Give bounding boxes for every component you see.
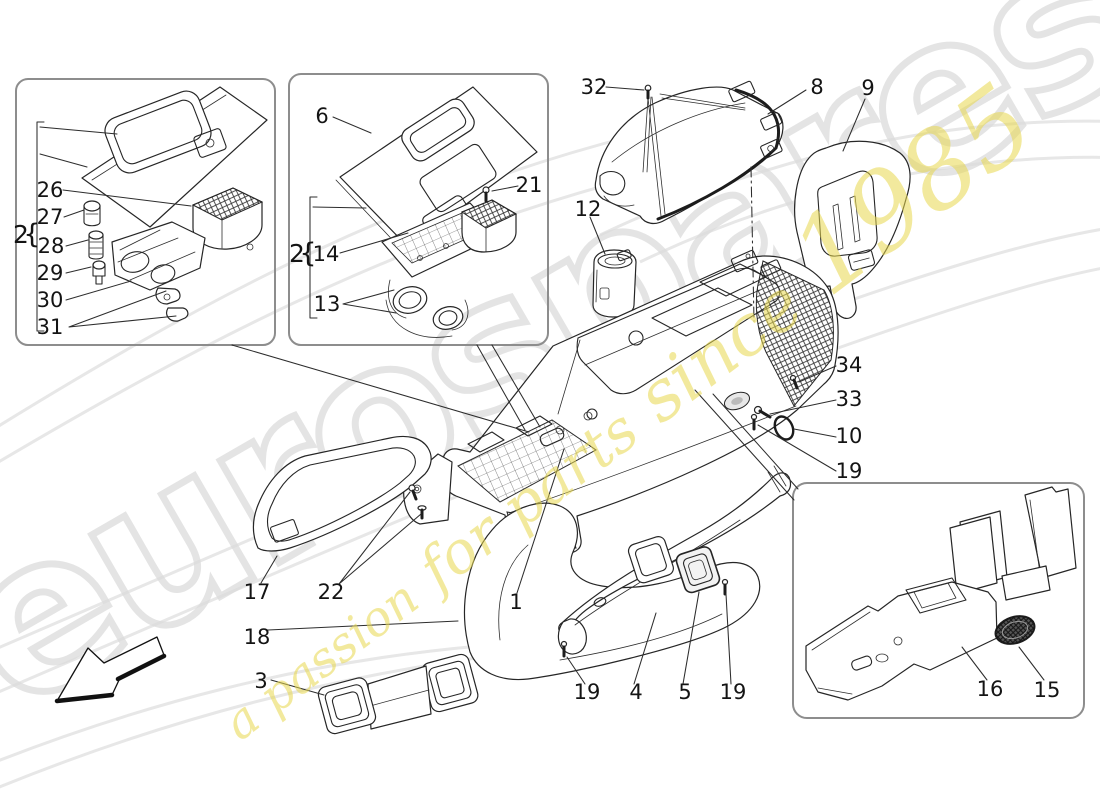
callout-28: 28	[38, 234, 65, 258]
insulation-panels-drawing	[805, 486, 1077, 701]
callout-9: 9	[861, 76, 874, 100]
cup-holder-drawing	[592, 249, 637, 318]
lower-duct-arm-drawing	[557, 465, 792, 658]
callout-31: 31	[37, 315, 64, 339]
inset-box-b	[288, 73, 549, 346]
brace-a: {	[23, 219, 40, 250]
callout-21: 21	[516, 173, 543, 197]
callout-18: 18	[244, 625, 271, 649]
leader-lines	[36, 86, 1045, 696]
inset-a-lid-assembly-drawing	[81, 86, 268, 322]
gasket-drawing	[675, 546, 721, 594]
callout-2-b: 2	[289, 239, 305, 268]
callout-34: 34	[836, 353, 863, 377]
callout-14: 14	[313, 242, 340, 266]
callout-3: 3	[254, 669, 267, 693]
callout-10: 10	[836, 424, 863, 448]
callout-27: 27	[37, 205, 64, 229]
inset-box-a	[15, 78, 276, 346]
callout-13: 13	[314, 292, 341, 316]
callout-1: 1	[509, 590, 522, 614]
callout-15: 15	[1034, 678, 1061, 702]
callout-30: 30	[37, 288, 64, 312]
callout-29: 29	[37, 261, 64, 285]
callout-12: 12	[575, 197, 602, 221]
callout-19-b: 19	[574, 680, 601, 704]
callout-32: 32	[581, 75, 608, 99]
callout-16: 16	[977, 677, 1004, 701]
callout-labels: 2 { 26 27 28 29 30 31 6 21 2 { 14 13 32 …	[13, 75, 1060, 704]
bellows-duct-drawing	[317, 665, 432, 735]
console-body-drawing	[403, 249, 839, 555]
side-panel-drawing	[794, 140, 911, 319]
callout-22: 22	[318, 580, 345, 604]
fastener-drawings	[750, 374, 799, 441]
callout-6: 6	[315, 104, 328, 128]
armrest-lid-drawing	[594, 80, 784, 225]
inset-box-c	[792, 482, 1085, 719]
callout-5: 5	[678, 680, 691, 704]
callout-26: 26	[37, 178, 64, 202]
brace-b: {	[299, 238, 316, 269]
oval-pad-drawing	[994, 615, 1036, 645]
inset-boxes	[15, 73, 1085, 719]
side-trim-bezel-drawing	[252, 435, 432, 552]
callout-19-a: 19	[836, 459, 863, 483]
callout-2-a: 2	[13, 220, 29, 249]
inset-b-trim-plate-drawing	[335, 86, 538, 338]
callout-19-c: 19	[720, 680, 747, 704]
callout-33: 33	[836, 387, 863, 411]
parts-artwork	[54, 80, 1077, 735]
callout-8: 8	[810, 75, 823, 99]
direction-arrow	[54, 636, 167, 704]
callout-17: 17	[244, 580, 271, 604]
callout-4: 4	[629, 680, 642, 704]
